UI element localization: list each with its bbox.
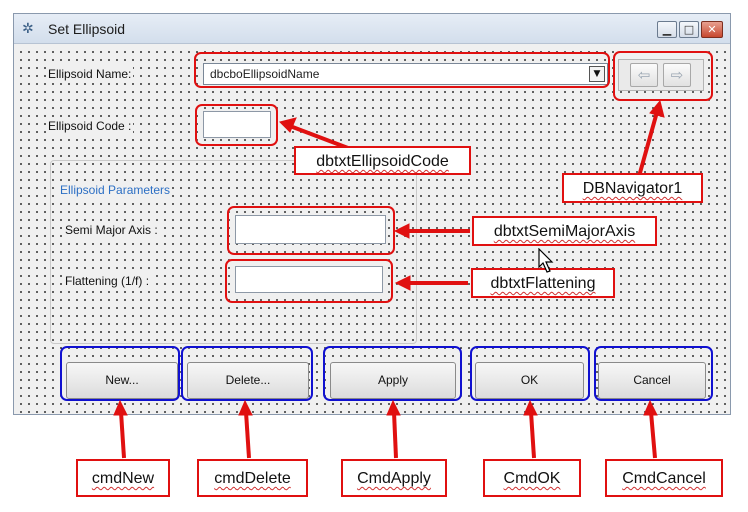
window-title: Set Ellipsoid (48, 21, 126, 37)
highlight-navigator (613, 51, 713, 101)
db-navigator: ⇦ ⇨ (618, 59, 704, 91)
form-canvas: Ellipsoid Name: dbcboEllipsoidName ▼ ⇦ ⇨… (14, 45, 730, 414)
callout-new: cmdNew (76, 459, 170, 497)
chevron-down-icon[interactable]: ▼ (589, 66, 605, 82)
callout-cancel: CmdCancel (605, 459, 723, 497)
delete-button[interactable]: Delete... (187, 362, 309, 399)
semi-major-axis-input[interactable] (235, 215, 386, 244)
nav-next-button[interactable]: ⇨ (663, 63, 691, 87)
ellipsoid-parameters-group (50, 160, 417, 344)
highlight-flattening (225, 259, 393, 303)
nav-prior-button[interactable]: ⇦ (630, 63, 658, 87)
highlight-cancel (594, 346, 713, 401)
callout-delete: cmdDelete (197, 459, 308, 497)
ellipsoid-name-label: Ellipsoid Name: (46, 67, 134, 81)
arrow-ellipsoid-code (289, 124, 349, 150)
arrow-navigator (636, 111, 659, 181)
arrow-cancel (649, 411, 657, 459)
callout-navigator: DBNavigator1 (562, 173, 703, 203)
semi-major-axis-label: Semi Major Axis : (63, 223, 160, 237)
group-title: Ellipsoid Parameters (58, 183, 173, 197)
callout-ellipsoid-code: dbtxtEllipsoidCode (294, 146, 471, 175)
maximize-button[interactable]: □ (679, 21, 699, 38)
ellipsoid-code-input[interactable] (203, 111, 271, 138)
app-icon: ✲ (22, 21, 34, 37)
ellipsoid-name-combo-value: dbcboEllipsoidName (210, 67, 320, 81)
arrow-apply (392, 411, 398, 459)
set-ellipsoid-window: ✲ Set Ellipsoid ▁ □ ✕ Ellipsoid Name: db… (13, 13, 731, 415)
arrow-ok (529, 411, 536, 459)
mouse-cursor-icon (538, 248, 554, 273)
ok-button[interactable]: OK (475, 362, 584, 399)
callout-semi-major-axis: dbtxtSemiMajorAxis (472, 216, 657, 246)
highlight-ellipsoid-name (194, 52, 610, 88)
flattening-label: Flattening (1/f) : (63, 274, 152, 288)
callout-flattening: dbtxtFlattening (471, 268, 615, 298)
ellipsoid-code-label: Ellipsoid Code : (46, 119, 134, 133)
close-button[interactable]: ✕ (701, 21, 723, 38)
minimize-button[interactable]: ▁ (657, 21, 677, 38)
highlight-delete (181, 346, 313, 401)
highlight-ellipsoid-code (195, 104, 278, 146)
arrow-delete (244, 411, 251, 459)
highlight-apply (323, 346, 462, 401)
callout-ok: CmdOK (483, 459, 581, 497)
ellipsoid-name-combo[interactable]: dbcboEllipsoidName ▼ (203, 63, 608, 85)
title-bar: ✲ Set Ellipsoid ▁ □ ✕ (14, 14, 730, 44)
highlight-semi-major-axis (227, 206, 395, 255)
flattening-input[interactable] (235, 266, 383, 293)
new-button[interactable]: New... (66, 362, 178, 399)
cancel-button[interactable]: Cancel (598, 362, 706, 399)
arrow-new (119, 411, 126, 459)
apply-button[interactable]: Apply (330, 362, 456, 399)
callout-apply: CmdApply (341, 459, 447, 497)
